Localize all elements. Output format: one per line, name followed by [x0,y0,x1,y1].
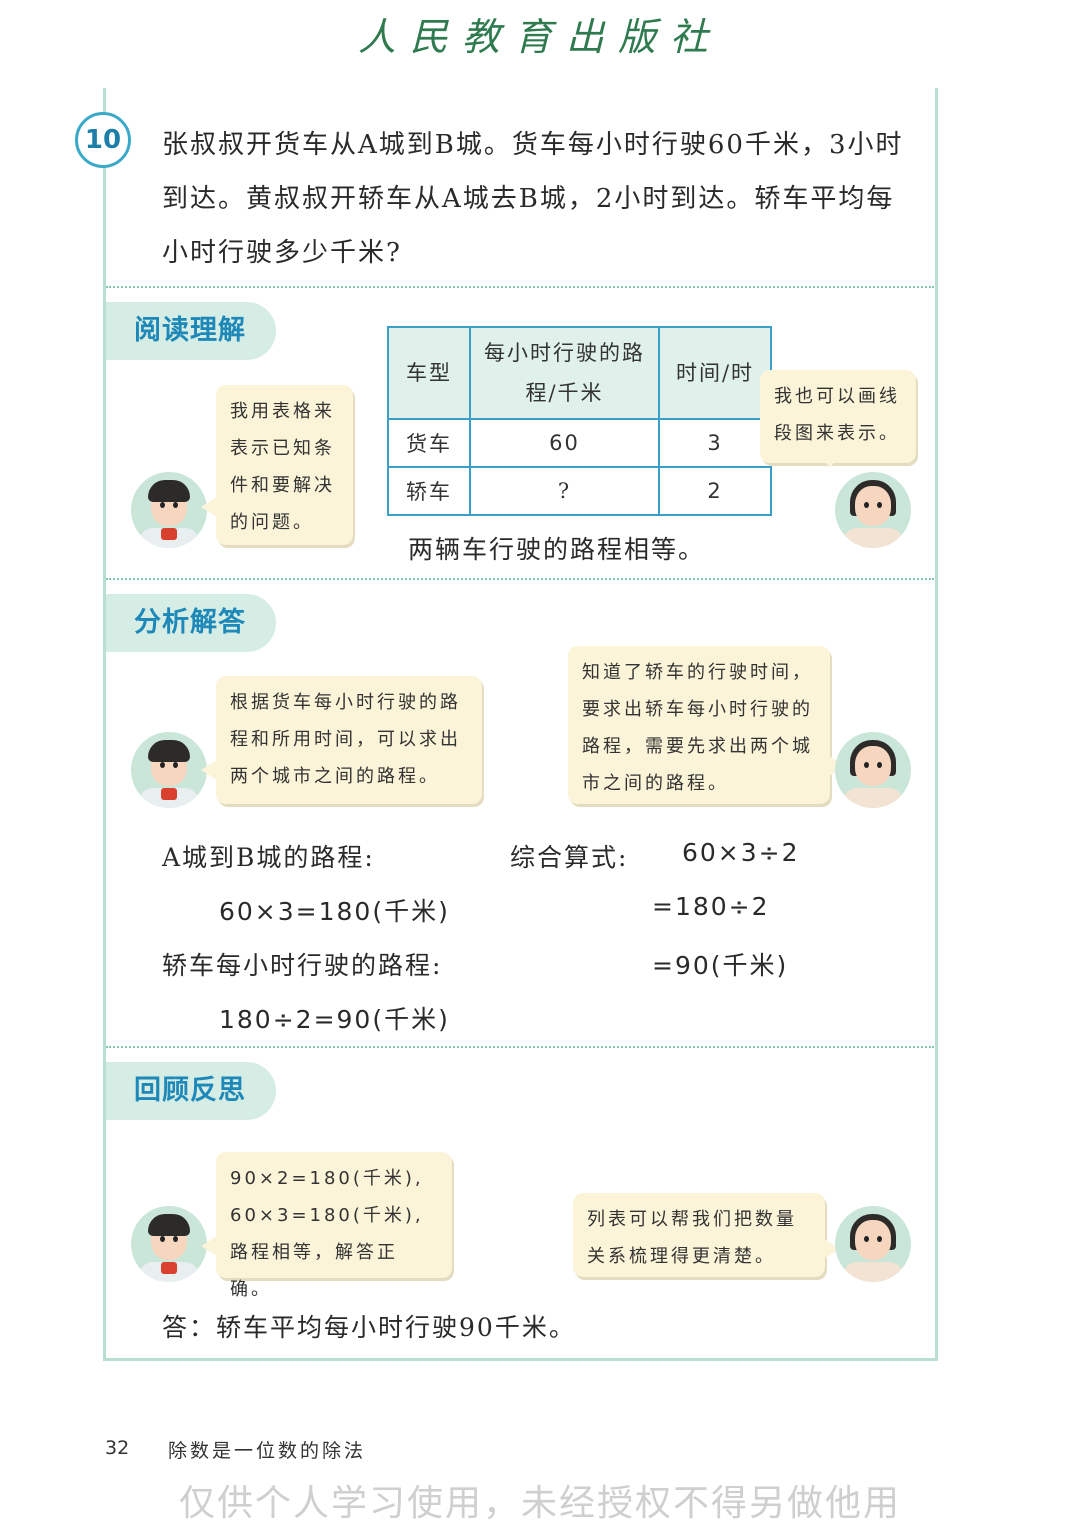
combined-line-3: =90(千米) [652,951,789,980]
boy-avatar [131,1206,207,1282]
problem-number: 10 [75,112,131,168]
table-cell: 60 [469,418,660,468]
table-header-cell: 每小时行驶的路程/千米 [469,326,660,420]
table-header-cell: 车型 [387,326,471,420]
publisher-logo: 人民教育出版社 [357,15,722,59]
section-analyze-tag: 分析解答 [106,594,276,652]
boy-avatar [131,472,207,548]
girl-speech-bubble: 我也可以画线段图来表示。 [760,370,916,468]
problem-text: 张叔叔开货车从A城到B城。货车每小时行驶60千米，3小时到达。黄叔叔开轿车从A城… [162,130,904,268]
step1-calc: 60×3=180(千米) [219,897,450,926]
divider [106,286,934,288]
girl-speech-bubble: 列表可以帮我们把数量关系梳理得更清楚。 [573,1193,840,1277]
step2-calc: 180÷2=90(千米) [219,1005,450,1034]
boy-speech-bubble: 我用表格来表示已知条件和要解决的问题。 [201,385,353,545]
table-header-cell: 时间/时 [658,326,772,420]
section-review-tag: 回顾反思 [106,1062,276,1120]
girl-avatar [835,472,911,548]
section-read-tag: 阅读理解 [106,302,276,360]
table-cell: ? [469,466,660,516]
girl-avatar [835,1206,911,1282]
combined-line-1: 60×3÷2 [682,838,800,867]
chapter-title: 除数是一位数的除法 [168,1440,367,1462]
boy-speech-bubble: 根据货车每小时行驶的路程和所用时间，可以求出两个城市之间的路程。 [201,676,482,804]
table-cell: 2 [658,466,772,516]
page-number: 32 [105,1437,130,1459]
divider [106,578,934,580]
table-cell: 3 [658,418,772,468]
combined-label: 综合算式: [510,843,629,872]
known-conditions-table: 车型 每小时行驶的路程/千米 时间/时 货车 60 3 轿车 ? 2 [387,326,772,516]
girl-avatar [835,732,911,808]
equal-distance-note: 两辆车行驶的路程相等。 [408,535,706,564]
girl-speech-bubble: 知道了轿车的行驶时间，要求出轿车每小时行驶的路程，需要先求出两个城市之间的路程。 [568,646,845,804]
step1-label: A城到B城的路程: [162,843,375,872]
boy-speech-bubble: 90×2=180(千米), 60×3=180(千米), 路程相等，解答正确。 [201,1152,452,1300]
step2-label: 轿车每小时行驶的路程: [162,951,443,980]
table-cell: 货车 [387,418,471,468]
final-answer: 答：轿车平均每小时行驶90千米。 [162,1313,576,1342]
watermark: 仅供个人学习使用，未经授权不得另做他用 [178,1483,901,1524]
table-cell: 轿车 [387,466,471,516]
boy-avatar [131,732,207,808]
combined-line-2: =180÷2 [652,892,770,921]
divider [106,1046,934,1048]
